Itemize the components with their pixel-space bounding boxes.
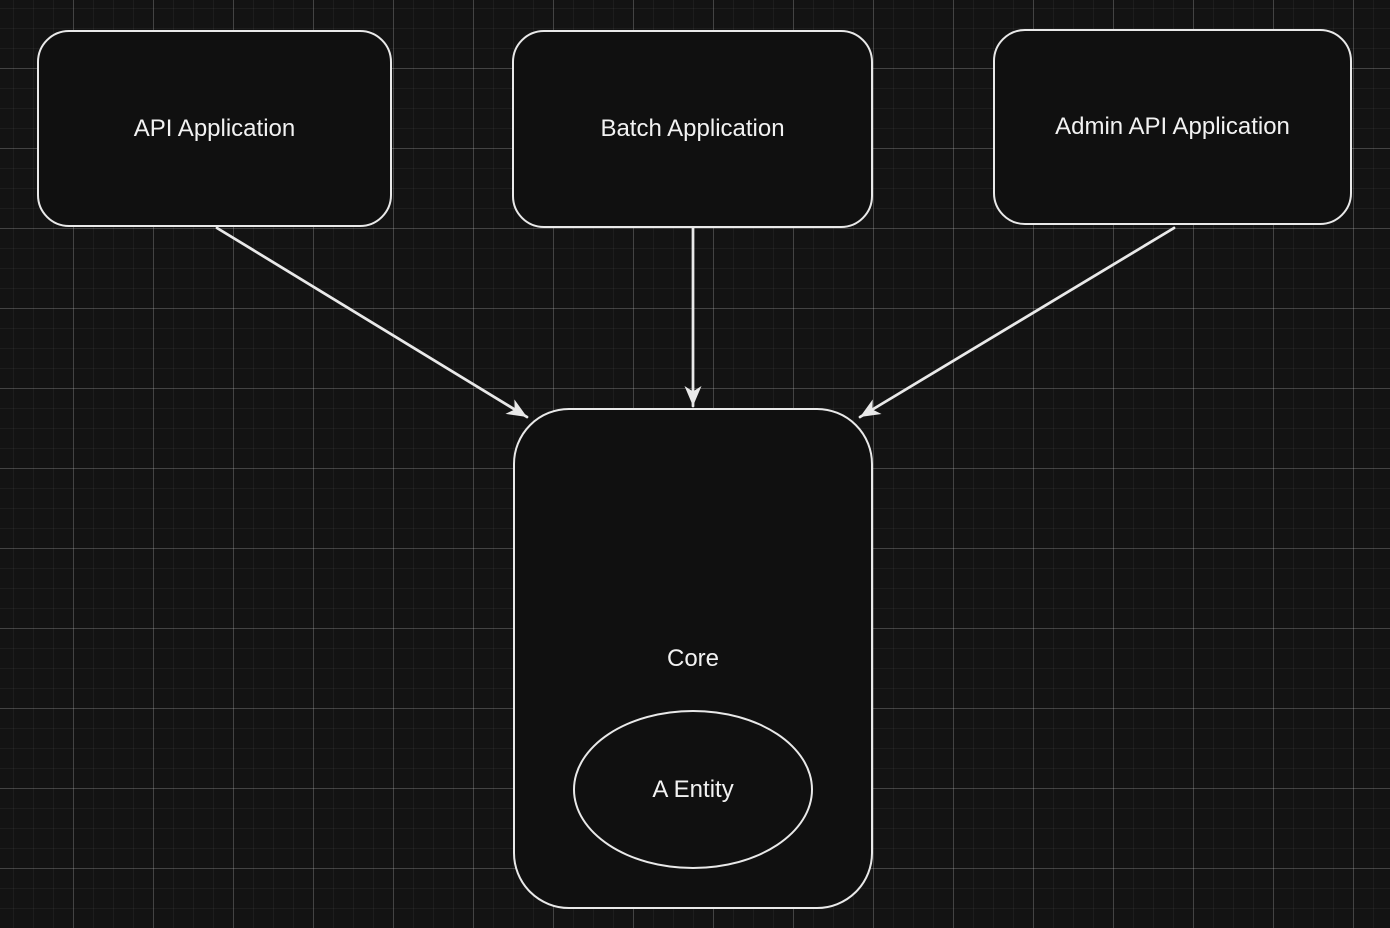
node-batch-application-label: Batch Application [600,115,785,142]
node-api-application-label: API Application [133,114,296,142]
node-a-entity-label: A Entity [652,775,734,803]
node-api-application[interactable]: API Application [37,30,392,227]
node-admin-api-application-label: Admin API Application [1055,113,1290,140]
node-a-entity[interactable]: A Entity [573,710,813,869]
edge-api-to-core[interactable] [215,226,529,419]
node-batch-application[interactable]: Batch Application [512,30,873,228]
node-core-label: Core [666,644,720,672]
node-admin-api-application[interactable]: Admin API Application [993,29,1352,225]
edge-admin-to-core[interactable] [858,226,1176,419]
